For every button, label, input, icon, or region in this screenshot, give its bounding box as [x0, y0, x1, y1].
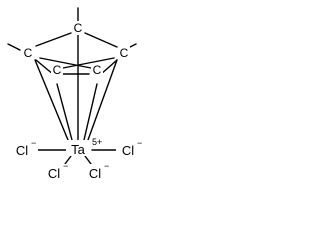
- chloride-lower-left: Cl: [48, 166, 60, 181]
- chloride-lower-right-charge: −: [104, 161, 109, 171]
- ring-bond-top-right: [84, 32, 118, 48]
- ring-bond-top-left: [35, 32, 72, 47]
- ta-c-bond-lower-left: [56, 83, 73, 141]
- carbon-lower-left: C: [53, 63, 62, 77]
- ta-c-bond-left: [34, 59, 69, 141]
- chloride-lower-right: Cl: [89, 166, 101, 181]
- chloride-right: Cl: [122, 143, 134, 158]
- tantalum-charge: 5+: [92, 137, 102, 147]
- carbon-left-bg: [22, 46, 34, 60]
- tantalum-atom: Ta: [71, 142, 86, 157]
- carbon-top: C: [74, 21, 83, 35]
- chloride-lower-right-bg: [86, 164, 110, 182]
- carbon-top-bg: [72, 21, 84, 35]
- carbon-right-bg: [118, 46, 130, 60]
- ta-c-bond-lower-right: [83, 83, 98, 141]
- chloride-lower-left-charge: −: [63, 161, 68, 171]
- carbon-lower-right: C: [93, 63, 102, 77]
- ring-bond-cross-left: [39, 57, 92, 69]
- chloride-left-charge: −: [31, 138, 36, 148]
- carbon-lower-left-bg: [51, 63, 63, 77]
- structure-svg: C C C C C Ta 5+ Cl − Cl − Cl − Cl −: [7, 7, 142, 182]
- molecule-diagram: C C C C C Ta 5+ Cl − Cl − Cl − Cl −: [0, 0, 155, 182]
- chloride-right-charge: −: [137, 138, 142, 148]
- chloride-left: Cl: [16, 143, 28, 158]
- carbon-lower-right-bg: [91, 63, 103, 77]
- ta-c-bond-right: [87, 59, 118, 141]
- carbon-right: C: [120, 46, 129, 60]
- chloride-right-bg: [116, 141, 140, 159]
- tantalum-bg: [66, 140, 90, 156]
- methyl-bond-left: [7, 43, 21, 51]
- ring-bond-cross-right: [62, 57, 115, 69]
- chloride-left-bg: [14, 141, 38, 159]
- chloride-lower-left-bg: [46, 164, 70, 182]
- carbon-left: C: [24, 46, 33, 60]
